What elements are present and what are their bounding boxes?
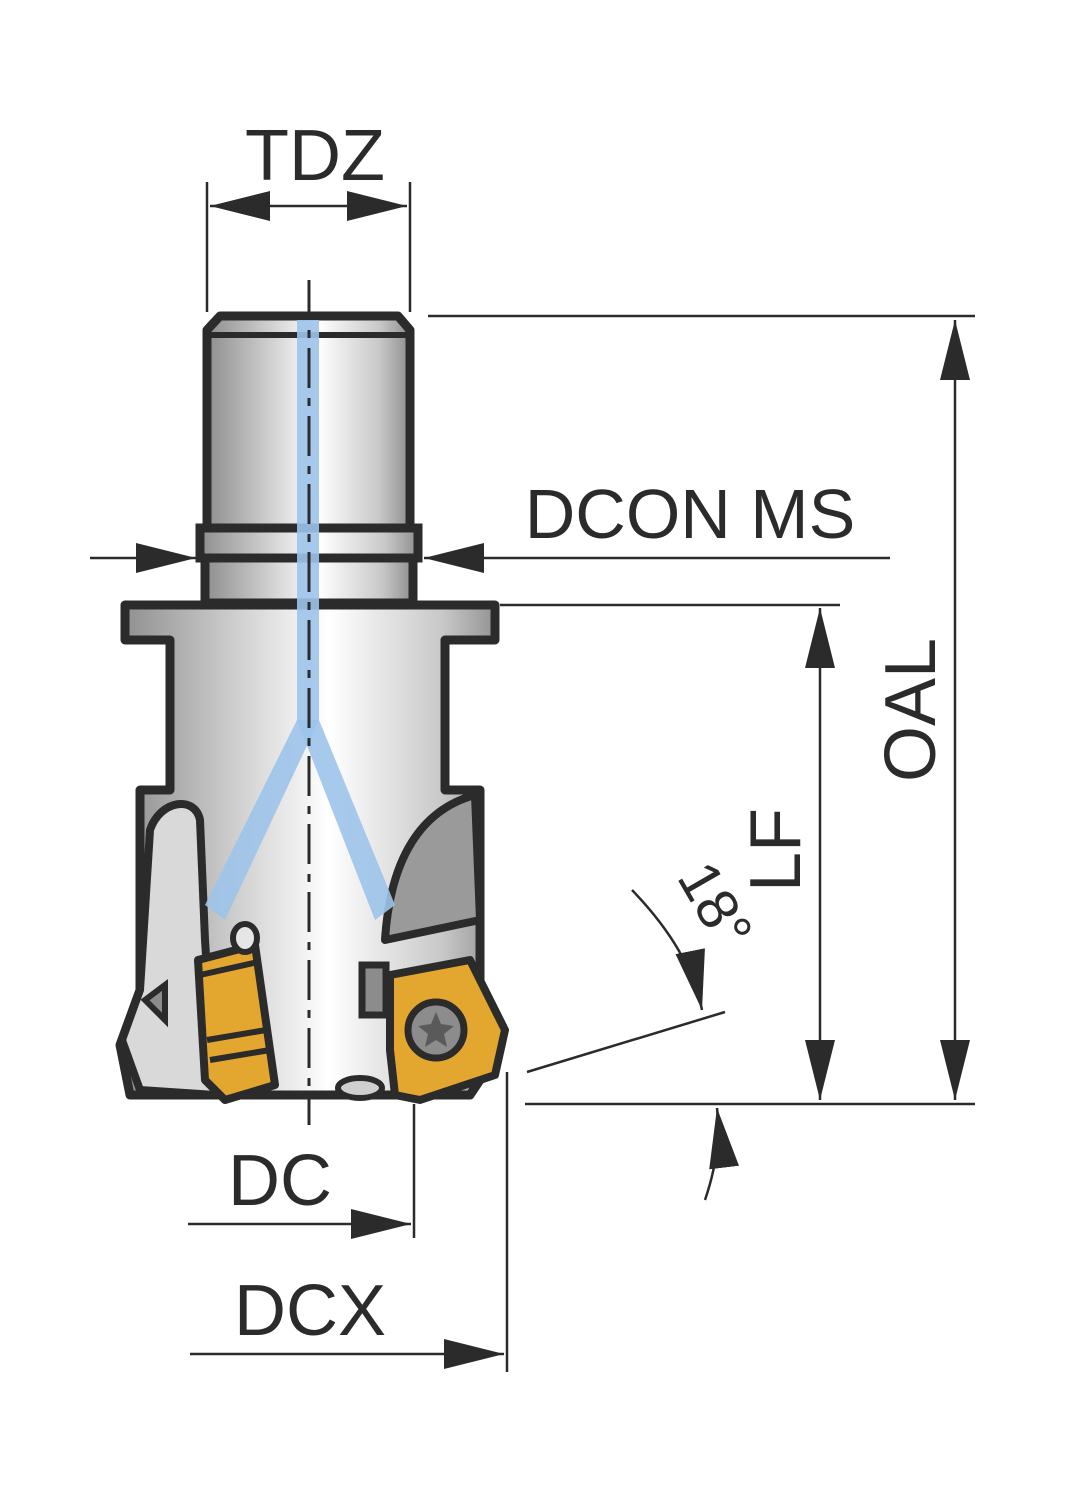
insert-left: [194, 921, 279, 1104]
insert-right: [358, 956, 509, 1104]
label-tdz: TDZ: [245, 116, 385, 196]
dimension-lines: [90, 182, 975, 1372]
label-dcon-ms: DCON MS: [525, 475, 856, 553]
label-dc: DC: [228, 1141, 332, 1221]
label-oal: OAL: [871, 638, 951, 782]
label-dcx: DCX: [234, 1271, 386, 1351]
label-lf: LF: [736, 808, 816, 892]
